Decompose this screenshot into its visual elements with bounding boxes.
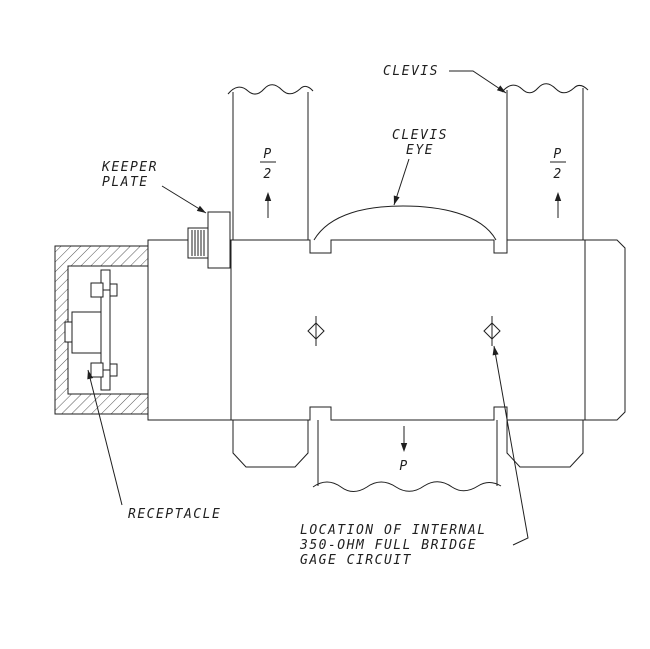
- load-bottom-label: P: [399, 459, 408, 474]
- load-left-denominator: 2: [263, 167, 272, 182]
- break-line-right-arm: [501, 83, 589, 94]
- clevis-leader-arrowhead: [496, 85, 506, 93]
- keeper-plate-label-line1: KEEPER: [101, 160, 158, 175]
- clevis-eye-label-line2: EYE: [406, 143, 434, 158]
- receptacle-stub: [64, 321, 73, 343]
- break-line-left-arm: [227, 84, 314, 95]
- gage-note-line2: 350-OHM FULL BRIDGE: [299, 538, 477, 553]
- load-arrowhead-right: [554, 192, 562, 201]
- break-line-eye-lower: [312, 481, 502, 492]
- load-arrowhead-bottom: [400, 443, 408, 452]
- clevis-arm-right-lower: [506, 420, 584, 468]
- receptacle-body: [71, 311, 102, 354]
- clevis-eye-leader-arrowhead: [393, 195, 400, 205]
- end-cap-section: [54, 245, 149, 415]
- load-pin-outline: [147, 239, 626, 421]
- bolt-top: [90, 282, 104, 298]
- receptacle-leader-arrowhead: [87, 370, 94, 380]
- load-right-denominator: 2: [553, 167, 562, 182]
- clevis-arm-left-lower: [232, 420, 309, 468]
- receptacle-leader-line: [87, 369, 123, 506]
- load-arrowhead-left: [264, 192, 272, 201]
- clevis-leader-line: [449, 70, 507, 94]
- load-right-numerator: P: [553, 147, 562, 162]
- bolt-top-nut: [109, 283, 118, 297]
- gage-note-line3: GAGE CIRCUIT: [300, 553, 412, 568]
- keeper-plate-label-line2: PLATE: [102, 175, 149, 190]
- bolt-bottom-nut: [109, 363, 118, 377]
- load-left-numerator: P: [263, 147, 272, 162]
- clevis-eye-label-line1: CLEVIS: [392, 128, 448, 143]
- gage-location-marker-right: [483, 322, 501, 340]
- gage-note-leader-line: [493, 345, 529, 546]
- gage-note-line1: LOCATION OF INTERNAL: [300, 523, 487, 538]
- keeper-plate-leader-arrowhead: [196, 205, 206, 213]
- clevis-label: CLEVIS: [383, 64, 439, 79]
- gage-note-leader-arrowhead: [492, 346, 499, 356]
- keeper-plate-block: [207, 211, 231, 269]
- receptacle-label: RECEPTACLE: [128, 507, 221, 522]
- gage-location-marker-left: [307, 322, 325, 340]
- bolt-bottom: [90, 362, 104, 378]
- clevis-eye-dome: [313, 205, 497, 241]
